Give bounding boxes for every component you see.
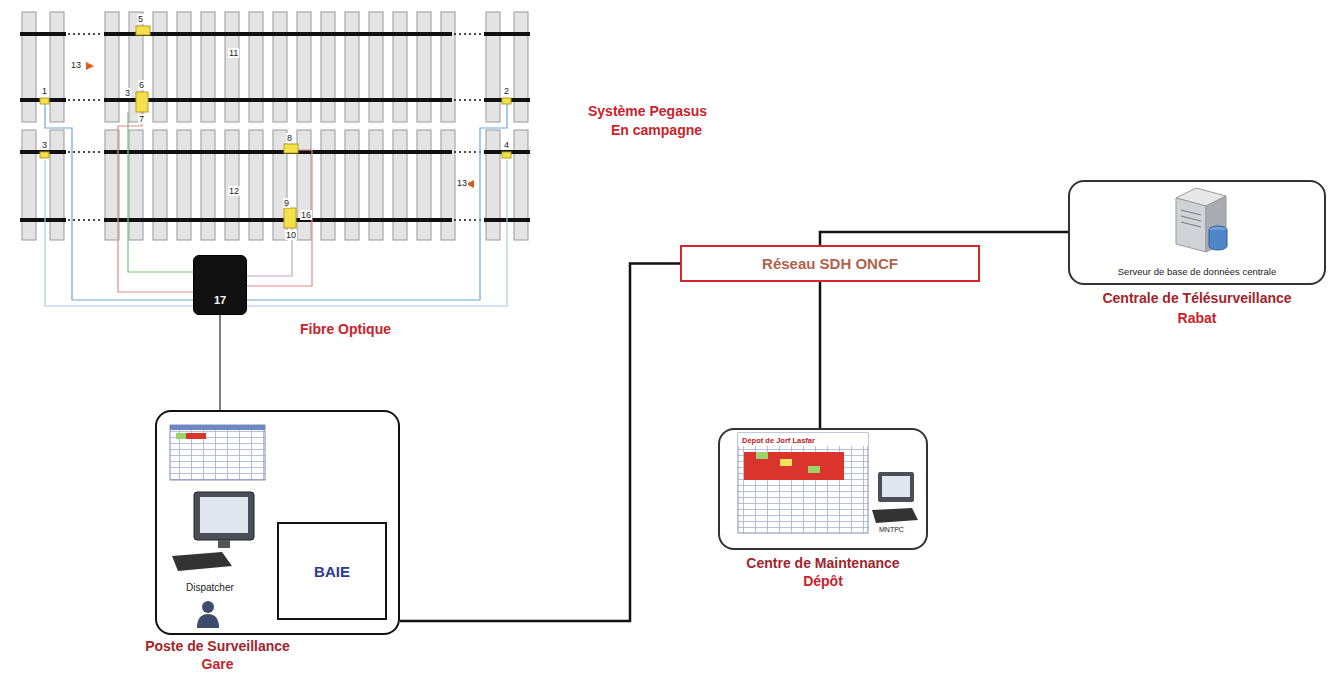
callout-number: 11	[228, 48, 239, 58]
node-text: Serveur de base de données centrale	[1070, 266, 1324, 277]
node-heading: Gare	[87, 655, 348, 673]
subtitle-label: En campagne	[611, 122, 702, 138]
server-icon	[1176, 188, 1227, 252]
track-rails	[20, 34, 530, 220]
connector	[400, 264, 680, 622]
computer-icon	[172, 492, 254, 571]
control-center-box: Serveur de base de données centraleCentr…	[1068, 180, 1326, 285]
track-sleepers	[22, 12, 528, 240]
callout-number: 13	[456, 178, 468, 188]
callout-number: 7	[138, 114, 145, 124]
callout-number: 3	[124, 88, 131, 98]
callout-number: 6	[138, 80, 145, 90]
computer-icon	[872, 472, 918, 523]
connector	[220, 315, 221, 410]
screen-icon	[170, 425, 265, 480]
node-text: Réseau SDH ONCF	[762, 255, 898, 272]
screen-title: Dépot de Jorf Lasfar	[742, 436, 815, 445]
callout-number: 10	[285, 230, 297, 240]
callout-number: 3	[41, 140, 48, 150]
node-heading: Poste de Surveillance	[87, 637, 348, 655]
callout-number: 1	[41, 86, 48, 96]
node-heading: Centrale de Télésurveillance	[1010, 289, 1332, 307]
node-heading: Centre de Maintenance	[660, 554, 986, 572]
screen-icon	[738, 433, 868, 533]
direction-arrows	[86, 62, 474, 188]
node-text: 17	[214, 294, 226, 306]
callout-number: 16	[300, 210, 312, 220]
callout-number: 2	[503, 86, 510, 96]
node-heading: Dépôt	[660, 572, 986, 590]
rack-box: BAIE	[277, 522, 387, 620]
role-label: Dispatcher	[186, 582, 234, 593]
station-box: Poste de SurveillanceGareBAIE	[155, 410, 400, 635]
connector-label: Fibre Optique	[298, 321, 393, 337]
callout-number: 4	[503, 140, 510, 150]
callout-number: 13	[70, 60, 82, 70]
sensor-wires	[45, 104, 507, 306]
connector	[820, 282, 821, 428]
network-box: Réseau SDH ONCF	[680, 245, 980, 282]
node-text: BAIE	[314, 563, 350, 580]
callout-number: 5	[137, 14, 144, 24]
callout-number: 8	[286, 133, 293, 143]
callout-number: 12	[228, 186, 240, 196]
pc-label: MNTPC	[879, 526, 904, 533]
person-icon	[197, 601, 219, 628]
title-label: Système Pegasus	[588, 103, 707, 119]
connector	[820, 232, 1068, 245]
sensors	[40, 26, 511, 228]
device-box: 17	[193, 255, 247, 315]
callout-number: 9	[283, 198, 290, 208]
node-heading: Rabat	[1010, 309, 1332, 327]
